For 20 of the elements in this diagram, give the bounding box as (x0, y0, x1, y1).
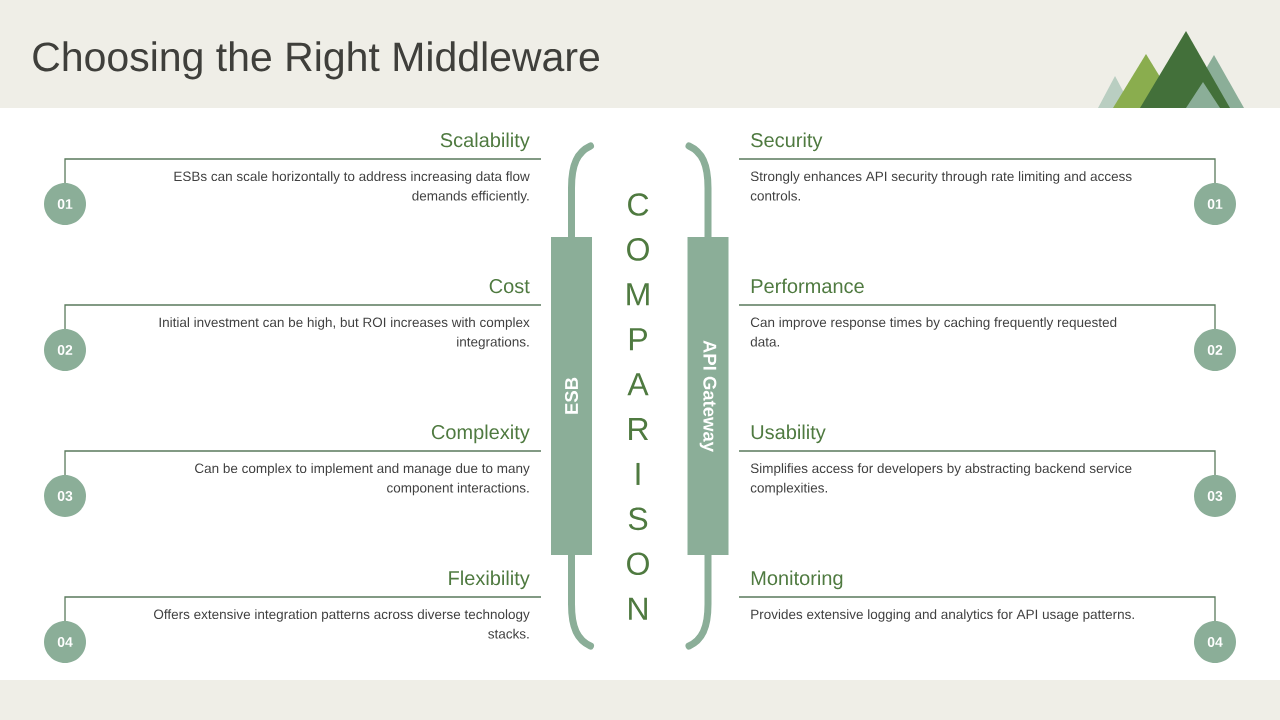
heading: Complexity (431, 424, 530, 444)
slide-title: Choosing the Right Middleware (33, 41, 599, 80)
description: Offers extensive integration patterns across diverse technology stacks. (154, 609, 530, 639)
heading: Performance (751, 278, 864, 294)
description: Simplifies access for developers by abstracting backend service complexities. (750, 463, 1132, 496)
description: ESBs can scale horizontally to address increasing data flow demands efficiently. (174, 171, 530, 204)
heading: Security (751, 132, 823, 152)
heading: Flexibility (449, 570, 530, 590)
heading: Scalability (440, 132, 530, 152)
heading: Usability (751, 424, 826, 444)
description: Initial investment can be high, but ROI increases with complex integrations. (159, 317, 530, 350)
description: Can be complex to implement and manage due to many component interactions. (195, 463, 530, 496)
vertical-word: COMPARISON (627, 193, 649, 620)
label-bar: API Gateway (687, 237, 729, 555)
description: Can improve response times by caching frequently requested data. (750, 317, 1117, 347)
heading: Cost (489, 279, 530, 294)
heading: Monitoring (751, 570, 843, 590)
description: Strongly enhances API security through rate limiting and access controls. (750, 171, 1132, 201)
label-bar: ESB (551, 237, 592, 555)
description: Provides extensive logging and analytics for API usage patterns. (751, 609, 1134, 622)
